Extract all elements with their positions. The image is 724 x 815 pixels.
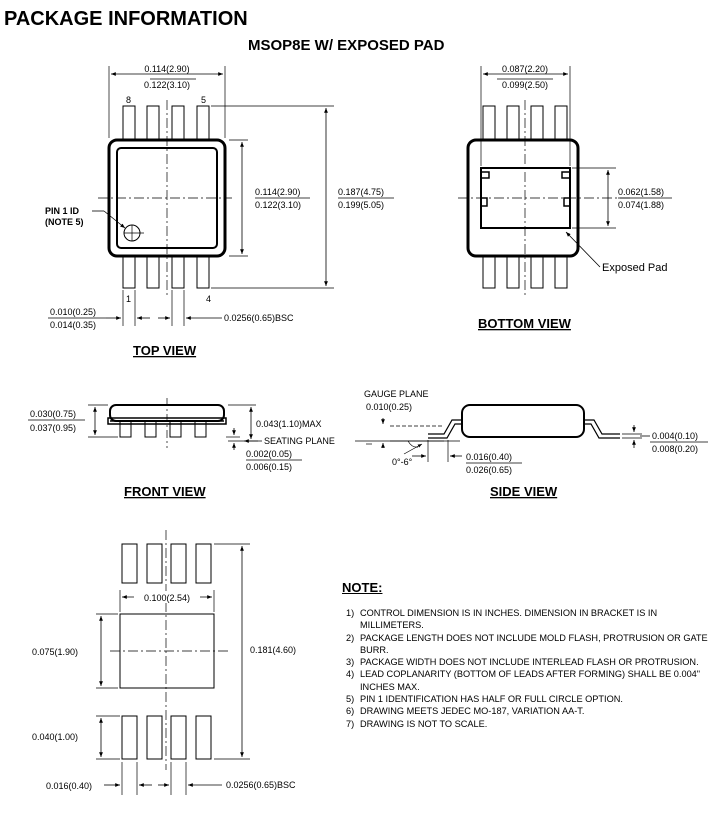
footprint-pitch: 0.0256(0.65)BSC — [226, 780, 296, 790]
top-view — [48, 66, 334, 326]
lead — [171, 105, 185, 145]
footprint-center-pad-dim: 0.075(1.90) — [32, 647, 78, 657]
note-item: 5)PIN 1 IDENTIFICATION HAS HALF OR FULL … — [346, 694, 623, 705]
front-view — [88, 398, 258, 450]
notes-list: 1)CONTROL DIMENSION IS IN INCHES. DIMENS… — [346, 607, 716, 730]
top-width-max: 0.122(3.10) — [144, 80, 190, 90]
top-overall-max: 0.199(5.05) — [338, 200, 384, 210]
lead-thickness-max: 0.008(0.20) — [652, 444, 698, 454]
side-view-caption: SIDE VIEW — [490, 484, 558, 499]
side-body — [461, 404, 585, 438]
exposed-pad — [480, 167, 571, 229]
top-view-caption: TOP VIEW — [133, 343, 197, 358]
pad-width-max: 0.099(2.50) — [502, 80, 548, 90]
pad-width-min: 0.087(2.20) — [502, 64, 548, 74]
top-body-max: 0.122(3.10) — [255, 200, 301, 210]
pin1-note-label: (NOTE 5) — [45, 217, 84, 227]
front-max-height: 0.043(1.10)MAX — [256, 419, 322, 429]
note-item: 3)PACKAGE WIDTH DOES NOT INCLUDE INTERLE… — [346, 657, 699, 668]
bottom-view-caption: BOTTOM VIEW — [478, 316, 572, 331]
front-view-caption: FRONT VIEW — [124, 484, 206, 499]
bottom-view-labels: 0.087(2.20) 0.099(2.50) 0.062(1.58) 0.07… — [478, 64, 672, 331]
top-width-min: 0.114(2.90) — [144, 64, 189, 74]
gauge-plane-dim: 0.010(0.25) — [366, 402, 412, 412]
front-body-height-min: 0.030(0.75) — [30, 409, 76, 419]
note-item: 7)DRAWING IS NOT TO SCALE. — [346, 718, 488, 729]
lead — [122, 253, 136, 289]
package-subtitle: MSOP8E W/ EXPOSED PAD — [248, 37, 445, 54]
pin1-id-label: PIN 1 ID — [45, 206, 80, 216]
exposed-pad-label: Exposed Pad — [602, 262, 667, 274]
note-item: 4)LEAD COPLANARITY (BOTTOM OF LEADS AFTE… — [346, 669, 701, 692]
lead — [171, 253, 185, 289]
side-view-labels: GAUGE PLANE 0.010(0.25) 0°-6° 0.016(0.40… — [364, 389, 708, 499]
pin-label-1: 1 — [126, 294, 131, 304]
top-body-min: 0.114(2.90) — [255, 187, 300, 197]
lead — [146, 105, 160, 145]
standoff-max: 0.006(0.15) — [246, 462, 292, 472]
pad-height-max: 0.074(1.88) — [618, 200, 664, 210]
lead-thickness-min: 0.004(0.10) — [652, 431, 698, 441]
front-body-height-max: 0.037(0.95) — [30, 423, 76, 433]
front-view-labels: 0.030(0.75) 0.037(0.95) 0.043(1.10)MAX S… — [28, 409, 335, 499]
foot-length-max: 0.026(0.65) — [466, 465, 512, 475]
footprint-overall: 0.181(4.60) — [250, 645, 296, 655]
page-title: PACKAGE INFORMATION — [4, 8, 248, 30]
top-view-labels: 0.114(2.90) 0.122(3.10) 0.114(2.90) 0.12… — [45, 64, 394, 358]
standoff-min: 0.002(0.05) — [246, 449, 292, 459]
footprint-pad-length: 0.040(1.00) — [32, 732, 78, 742]
lead-angle: 0°-6° — [392, 457, 413, 467]
top-lead-width-max: 0.014(0.35) — [50, 320, 96, 330]
foot-length-min: 0.016(0.40) — [466, 452, 512, 462]
gauge-plane-label: GAUGE PLANE — [364, 389, 429, 399]
footprint-labels: 0.100(2.54) 0.075(1.90) 0.181(4.60) 0.04… — [32, 591, 296, 791]
footprint-pad-span: 0.100(2.54) — [144, 593, 190, 603]
lead — [196, 253, 210, 289]
lead — [122, 105, 136, 145]
note-item: 6)DRAWING MEETS JEDEC MO-187, VARIATION … — [346, 706, 585, 717]
pin-label-5: 5 — [201, 95, 206, 105]
top-overall-min: 0.187(4.75) — [338, 187, 384, 197]
side-view — [355, 404, 642, 462]
seating-plane-label: SEATING PLANE — [264, 436, 335, 446]
notes-heading: NOTE: — [342, 580, 383, 595]
footprint-pad-width: 0.016(0.40) — [46, 781, 92, 791]
lead — [196, 105, 210, 145]
top-pitch: 0.0256(0.65)BSC — [224, 313, 294, 323]
pin-label-4: 4 — [206, 294, 211, 304]
note-item: 1)CONTROL DIMENSION IS IN INCHES. DIMENS… — [346, 608, 658, 631]
pin-label-8: 8 — [126, 95, 131, 105]
lead — [146, 253, 160, 289]
bottom-view — [458, 66, 630, 296]
note-item: 2)PACKAGE LENGTH DOES NOT INCLUDE MOLD F… — [346, 632, 708, 655]
footprint-view — [96, 530, 250, 795]
pad-height-min: 0.062(1.58) — [618, 187, 664, 197]
top-lead-width-min: 0.010(0.25) — [50, 307, 96, 317]
